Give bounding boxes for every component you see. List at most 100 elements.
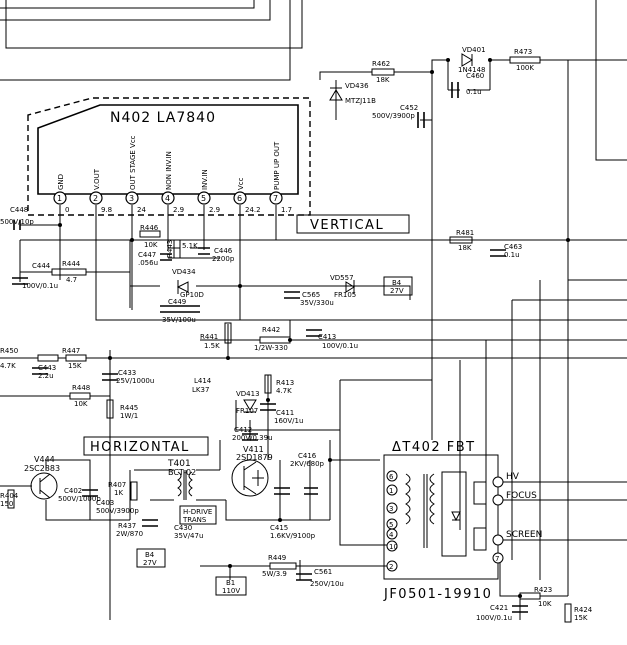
fbt-pin-circle bbox=[386, 528, 398, 540]
ic-pin-number: 4 bbox=[165, 194, 170, 203]
component-ref: R445 bbox=[120, 404, 138, 412]
ic-pin-circle bbox=[233, 191, 247, 205]
fbt-pin-circle bbox=[386, 470, 398, 482]
ic-pin-name: INV.IN bbox=[201, 169, 209, 190]
component-ref: C413 bbox=[318, 333, 336, 341]
component-value: 100V/0.1u bbox=[22, 282, 58, 290]
supply-box-b4-vertical: B4 27V bbox=[383, 276, 413, 296]
supply-ref: B1 bbox=[226, 579, 235, 587]
component-value: 5.1K bbox=[182, 242, 198, 250]
component-value: 500V/3900p bbox=[96, 507, 139, 515]
component-ref: R442 bbox=[262, 326, 280, 334]
v444-ref: V444 bbox=[34, 455, 55, 464]
component-value: 1N4148 bbox=[458, 66, 486, 74]
component-value: 1W/1 bbox=[120, 412, 138, 420]
ic-pin-name: Vcc bbox=[237, 177, 245, 190]
fbt-output-circle bbox=[492, 534, 504, 546]
component-value: 10K bbox=[74, 400, 88, 408]
fbt-part-number: JF0501-19910 bbox=[383, 587, 492, 602]
v411-part: 2SD1879 bbox=[236, 453, 273, 462]
component-ref: C430 bbox=[174, 524, 192, 532]
ic-pin-number: 1 bbox=[57, 194, 62, 203]
ic-pin-voltage: 1.7 bbox=[281, 206, 292, 214]
ic-pin-number: 7 bbox=[273, 194, 278, 203]
component-ref: C446 bbox=[214, 247, 233, 255]
component-value: FR107 bbox=[236, 407, 258, 415]
component-value: 18K bbox=[458, 244, 472, 252]
component-value: 500V/10p bbox=[0, 218, 34, 226]
component-value: 1.6KV/9100p bbox=[270, 532, 316, 540]
ic-pin-name: GND bbox=[57, 174, 65, 190]
component-value: FR105 bbox=[334, 291, 356, 299]
component-ref: R407 bbox=[108, 481, 126, 489]
component-value: 5W/3.9 bbox=[262, 570, 287, 578]
vertical-label: VERTICAL bbox=[296, 214, 410, 234]
ic-pin-name: V.OUT bbox=[93, 168, 101, 190]
component-value: 35V/100u bbox=[162, 316, 196, 324]
component-value: 250V/10u bbox=[310, 580, 344, 588]
component-ref: R450 bbox=[0, 347, 18, 355]
component-ref: C421 bbox=[490, 604, 508, 612]
component-value: 2200p bbox=[212, 255, 235, 263]
component-ref: C416 bbox=[298, 452, 317, 460]
component-ref: VD557 bbox=[330, 274, 354, 282]
fbt-pin-number: 6 bbox=[389, 473, 394, 481]
component-value: 10K bbox=[538, 600, 552, 608]
component-ref: R473 bbox=[514, 48, 532, 56]
fbt-pin-number: 2 bbox=[389, 563, 393, 571]
component-ref: C449 bbox=[168, 298, 186, 306]
fbt-pin-circle bbox=[386, 484, 398, 496]
ic-pin-circle bbox=[89, 191, 103, 205]
component-ref: C565 bbox=[302, 291, 320, 299]
fbt-pin-number: 3 bbox=[389, 505, 393, 513]
wiring bbox=[0, 0, 627, 620]
component-ref: VD413 bbox=[236, 390, 260, 398]
component-ref: VD434 bbox=[172, 268, 196, 276]
component-value: 500V/1000p bbox=[58, 495, 101, 503]
ic-title: N402 LA7840 bbox=[110, 110, 216, 126]
supply-ref: B4 bbox=[145, 551, 155, 559]
component-ref: C452 bbox=[400, 104, 418, 112]
supply-box-b4-horizontal: B4 27V bbox=[136, 548, 166, 568]
component-ref: VD401 bbox=[462, 46, 486, 54]
transistor-v444: V444 2SC2383 bbox=[24, 455, 60, 500]
component-ref: C561 bbox=[314, 568, 332, 576]
component-value: 1/2W-330 bbox=[254, 344, 288, 352]
fbt-pin-number: 1 bbox=[389, 487, 393, 495]
fbt-pin-number: 4 bbox=[389, 531, 394, 539]
component-ref: R441 bbox=[200, 333, 218, 341]
ic-pin-voltage: 24.2 bbox=[245, 206, 261, 214]
component-ref: R448 bbox=[72, 384, 90, 392]
fbt-pin-circle bbox=[386, 502, 398, 514]
component-value: LK37 bbox=[192, 386, 209, 394]
fbt-title: ΔT402 FBT bbox=[392, 440, 476, 455]
component-ref: R444 bbox=[62, 260, 81, 268]
fbt-out-hv: HV bbox=[506, 472, 520, 482]
ic-pin-number: 2 bbox=[93, 194, 98, 203]
ic-pin-number: 5 bbox=[201, 194, 206, 203]
component-ref: VD436 bbox=[345, 82, 369, 90]
fbt-output-circle bbox=[492, 552, 504, 564]
ic-pin-voltage: 2.9 bbox=[209, 206, 220, 214]
fbt-pin-number: 10 bbox=[389, 543, 398, 551]
supply-volt: 27V bbox=[143, 559, 157, 567]
component-value: 500V/3900p bbox=[372, 112, 415, 120]
ic-pin-name: OUT STAGE Vcc bbox=[129, 135, 137, 190]
component-ref: C443 bbox=[38, 364, 56, 372]
ic-pin-circle bbox=[125, 191, 139, 205]
junction-dots bbox=[58, 58, 570, 598]
transistor-v411: V411 2SD1879 bbox=[231, 445, 273, 497]
ic-pin-circle bbox=[269, 191, 283, 205]
resistor-symbols bbox=[7, 56, 572, 623]
component-ref: C463 bbox=[504, 243, 522, 251]
component-ref: L414 bbox=[194, 377, 212, 385]
component-value: 4.7 bbox=[66, 276, 77, 284]
component-value: MTZJ11B bbox=[345, 97, 376, 105]
component-value: 2KV/680p bbox=[290, 460, 325, 468]
